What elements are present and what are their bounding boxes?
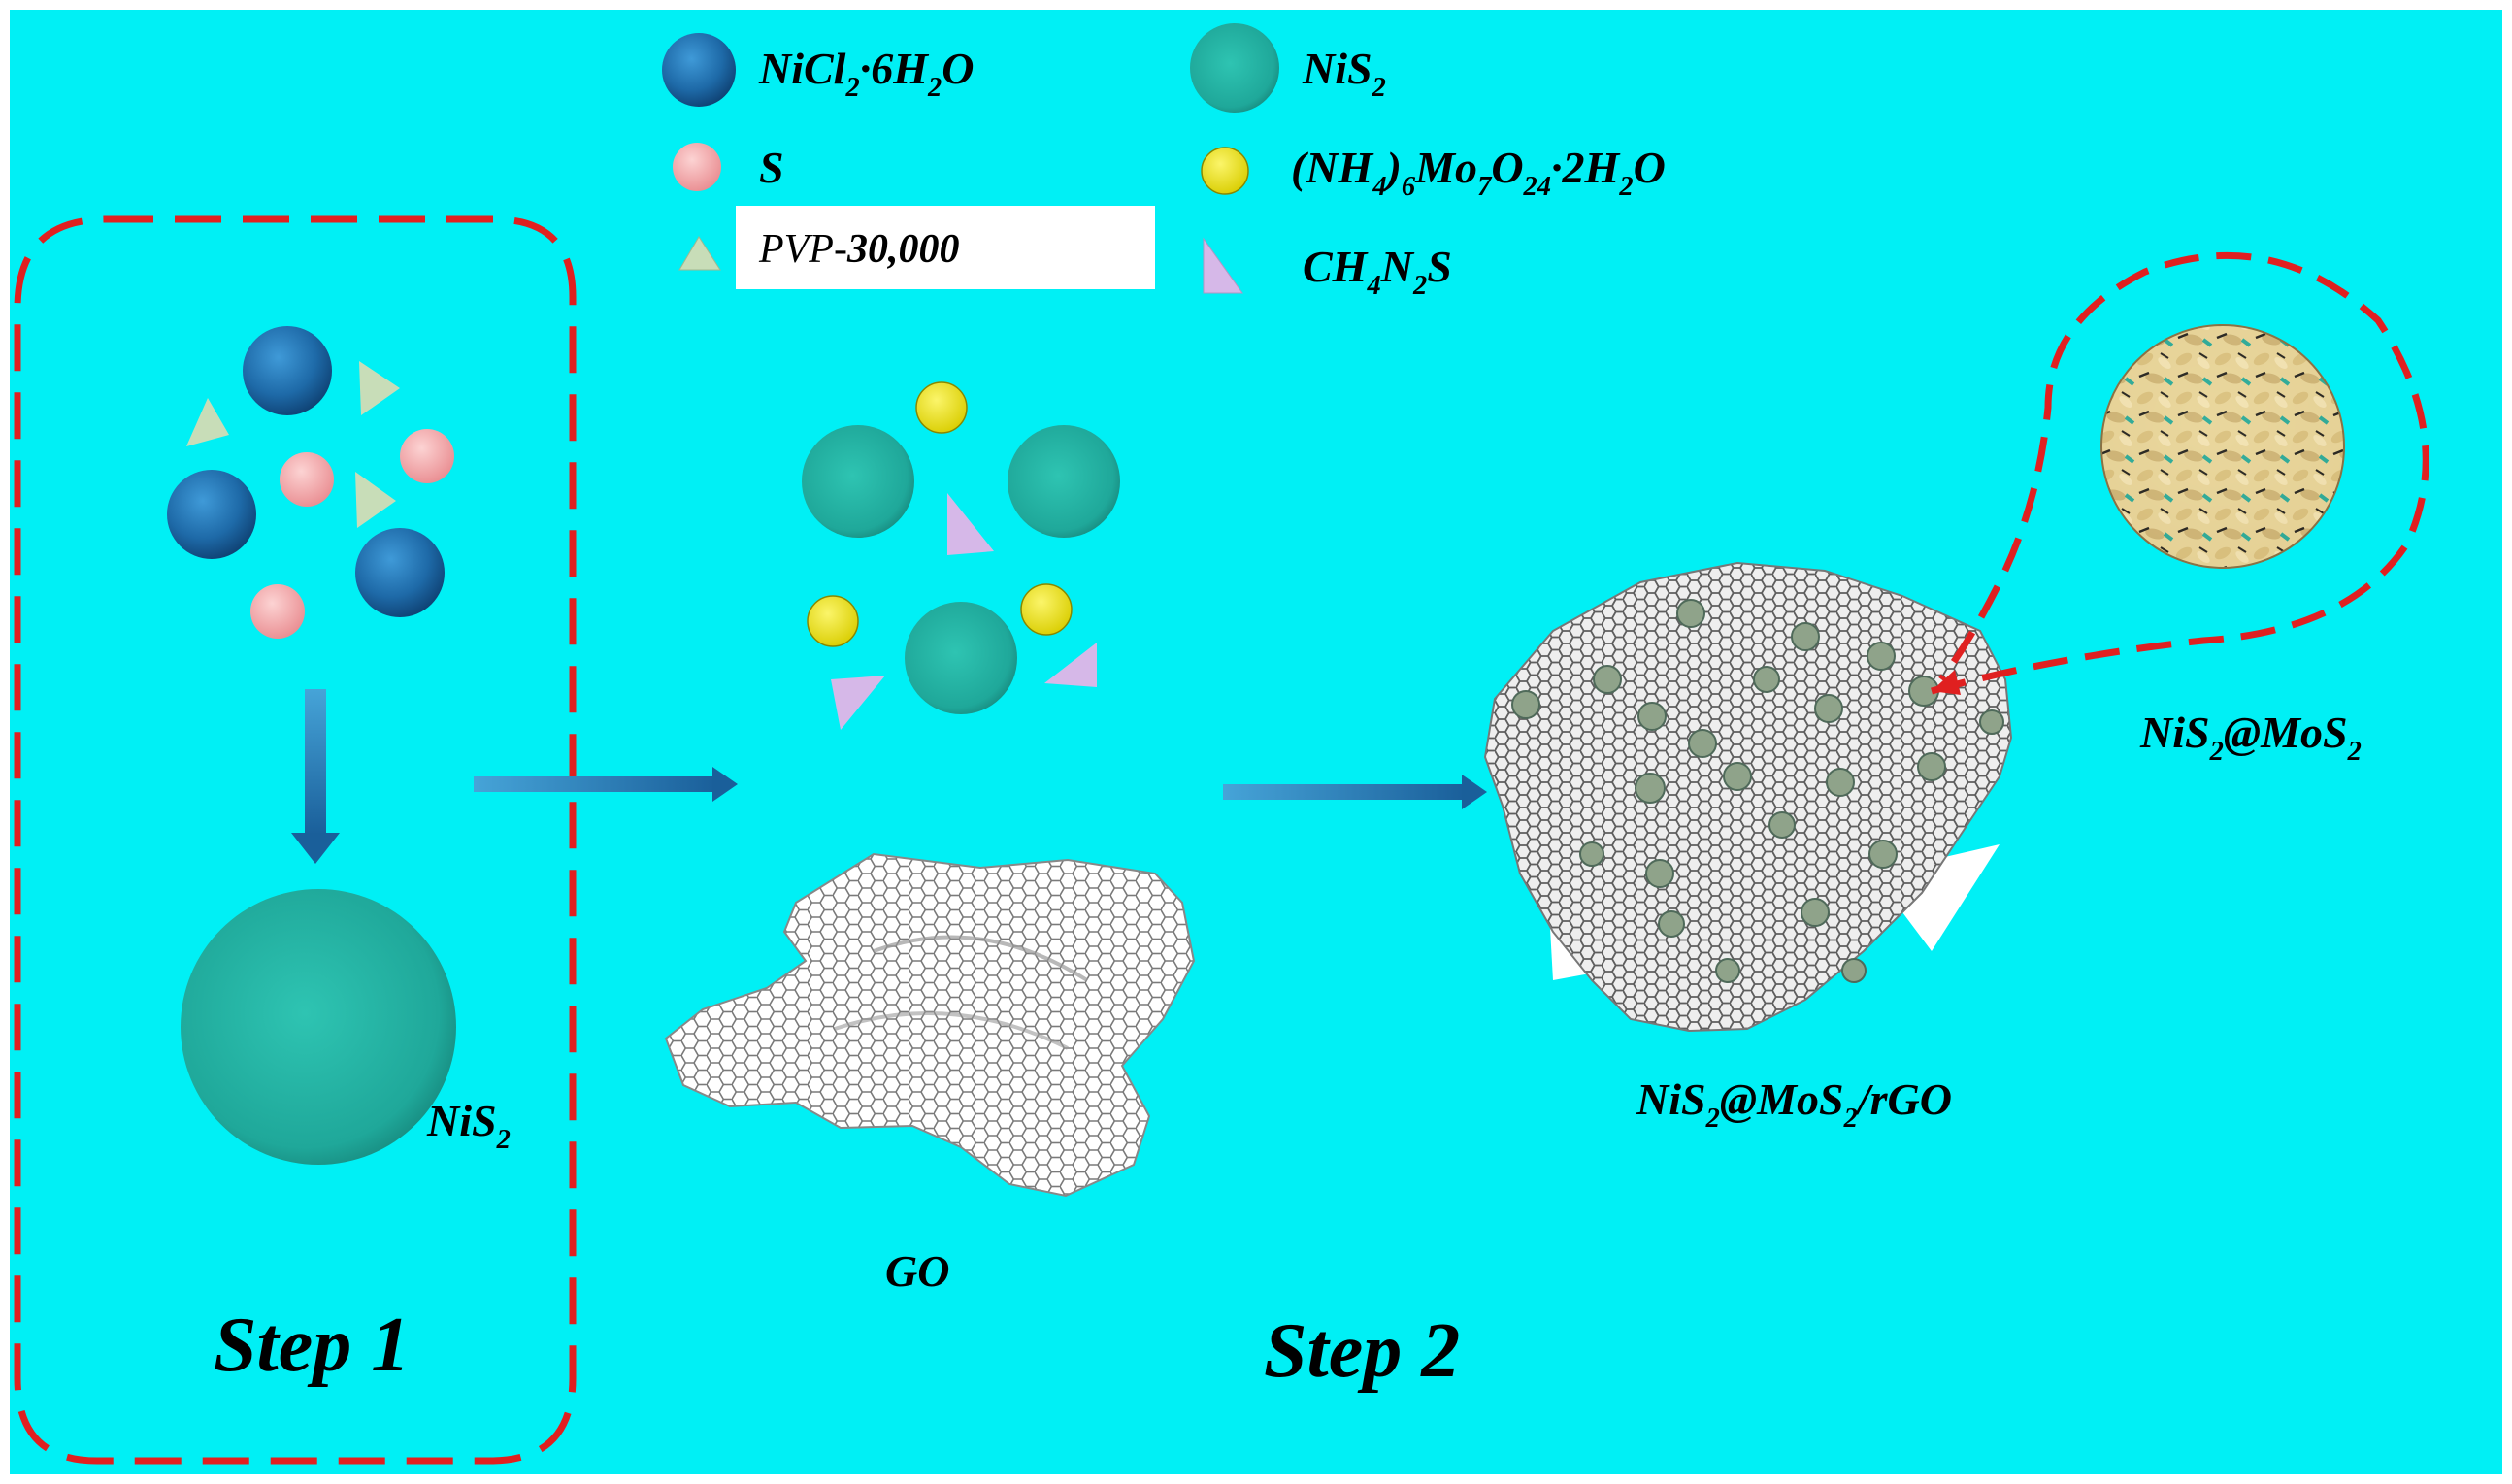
nis2-particle — [1008, 425, 1120, 538]
composite-label: NiS2@MoS2/rGO — [1636, 1074, 1952, 1134]
step1-down-arrow — [291, 689, 340, 864]
sulfur-particle — [400, 429, 454, 483]
legend-nis2-symbol — [1190, 23, 1279, 113]
go-label: GO — [885, 1246, 949, 1296]
sulfur-particle — [250, 584, 305, 639]
legend-molybdate-label: (NH4)6Mo7O24·2H2O — [1291, 143, 1666, 202]
thiourea-particle — [1044, 643, 1097, 687]
legend-molybdate-symbol — [1201, 147, 1249, 195]
step2-to-product-arrow — [1223, 775, 1487, 809]
composite-structure — [1483, 561, 2013, 1033]
legend-thiourea-label: CH4N2S — [1303, 242, 1452, 301]
step2-label: Step 2 — [1264, 1308, 1460, 1394]
legend-thiourea-symbol — [1203, 237, 1243, 294]
go-sheet — [664, 852, 1196, 1198]
step1-dashed-border — [14, 215, 577, 1465]
core-shell-label: NiS2@MoS2 — [2139, 708, 2362, 767]
callout-dashed-line — [1931, 251, 2429, 695]
molybdate-particle — [807, 595, 859, 647]
molybdate-particle — [915, 381, 968, 434]
nis2-product-label: NiS2 — [426, 1096, 511, 1155]
thiourea-particle — [831, 676, 885, 730]
nis2-product-sphere — [181, 889, 456, 1165]
nicl2-particle — [167, 470, 256, 559]
composite-nanoparticles — [1511, 599, 2004, 983]
callout-arrowhead — [1932, 670, 1961, 695]
step1-to-step2-arrow — [474, 767, 738, 802]
legend-pvp-box — [736, 206, 1155, 289]
legend-nicl2-symbol — [662, 33, 736, 107]
molybdate-particle — [1020, 583, 1073, 636]
step2-reagents — [802, 381, 1120, 730]
legend-sulfur-symbol — [673, 143, 721, 191]
thiourea-particle — [947, 493, 994, 555]
pvp-particle — [186, 398, 229, 446]
core-shell-sphere — [2100, 324, 2345, 569]
nis2-particle — [802, 425, 914, 538]
step1-reagents — [167, 326, 454, 639]
pvp-particle — [355, 472, 396, 528]
nicl2-particle — [355, 528, 445, 617]
nis2-particle — [905, 602, 1017, 714]
nicl2-particle — [243, 326, 332, 415]
legend-sulfur-label: S — [759, 143, 784, 192]
background — [10, 10, 2502, 1474]
legend: NiCl2·6H2O NiS2 S (NH4)6Mo7O24·2H2O PVP-… — [662, 23, 1666, 301]
sulfur-particle — [280, 452, 334, 507]
legend-pvp-label: PVP-30,000 — [758, 227, 959, 272]
step1-label: Step 1 — [214, 1303, 410, 1388]
legend-nis2-label: NiS2 — [1302, 44, 1386, 103]
legend-nicl2-label: NiCl2·6H2O — [758, 44, 974, 103]
legend-pvp-symbol — [678, 236, 721, 271]
pvp-particle — [359, 361, 400, 415]
